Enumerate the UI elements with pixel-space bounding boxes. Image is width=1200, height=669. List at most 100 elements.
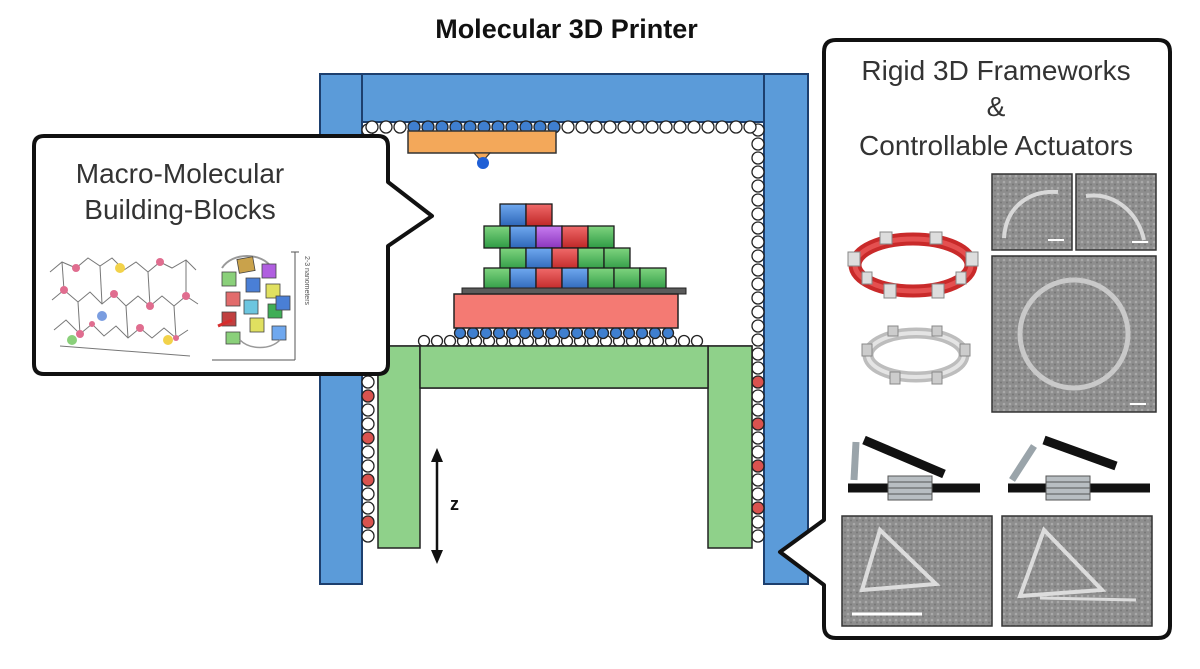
bead xyxy=(715,120,729,134)
bead xyxy=(379,120,393,134)
actuator-schematic-right xyxy=(1008,435,1150,501)
bead xyxy=(751,235,765,249)
red-ring-illustration xyxy=(847,231,979,299)
bead xyxy=(561,120,575,134)
building-block xyxy=(587,225,615,249)
bead xyxy=(583,326,597,340)
bead xyxy=(751,319,765,333)
bead xyxy=(751,249,765,263)
bead xyxy=(701,120,715,134)
bead xyxy=(673,120,687,134)
building-block xyxy=(535,225,563,249)
z-stage-platform xyxy=(377,345,753,549)
scale-axis-label: 2-3 nanometers xyxy=(303,256,310,306)
left-callout-line1: Macro-Molecular xyxy=(76,158,285,189)
bead xyxy=(751,179,765,193)
z-axis-label: z xyxy=(450,494,459,514)
bead xyxy=(557,326,571,340)
building-block xyxy=(509,225,537,249)
bead xyxy=(609,326,623,340)
z-axis-arrow: z xyxy=(431,448,459,564)
bead xyxy=(659,120,673,134)
bead xyxy=(687,120,701,134)
building-block xyxy=(499,247,527,271)
right-callout-line1: Rigid 3D Frameworks xyxy=(861,55,1130,86)
bead xyxy=(690,334,704,348)
bead xyxy=(751,459,765,473)
bead xyxy=(361,473,375,487)
bead xyxy=(531,326,545,340)
bead xyxy=(751,305,765,319)
bead xyxy=(751,487,765,501)
bead xyxy=(751,389,765,403)
bead xyxy=(466,326,480,340)
bead xyxy=(635,326,649,340)
tem-micrograph-arc-1 xyxy=(991,173,1073,251)
bead xyxy=(751,207,765,221)
bead xyxy=(648,326,662,340)
bead xyxy=(361,431,375,445)
bead xyxy=(751,333,765,347)
left-callout: Macro-Molecular Building-Blocks xyxy=(32,134,434,376)
grey-gear-ring-illustration xyxy=(861,325,971,385)
bead xyxy=(361,459,375,473)
building-block xyxy=(509,267,537,291)
bead xyxy=(443,334,457,348)
bead xyxy=(430,334,444,348)
bead xyxy=(361,375,375,389)
scale-axis: 2-3 nanometers xyxy=(212,251,310,361)
bead xyxy=(622,326,636,340)
right-callout-line2: & xyxy=(987,91,1006,122)
bead xyxy=(743,120,757,134)
bead xyxy=(544,326,558,340)
building-block xyxy=(525,203,553,227)
bead xyxy=(751,361,765,375)
bead xyxy=(751,347,765,361)
bead xyxy=(505,326,519,340)
tem-micrograph-actuator-1 xyxy=(841,515,993,627)
molecular-bead-lining xyxy=(361,120,765,543)
bead xyxy=(393,120,407,134)
bead xyxy=(751,151,765,165)
bead xyxy=(751,375,765,389)
building-block xyxy=(483,267,511,291)
bead xyxy=(631,120,645,134)
bead xyxy=(751,193,765,207)
building-block xyxy=(561,267,589,291)
tem-micrograph-actuator-2 xyxy=(1001,515,1153,627)
bead xyxy=(575,120,589,134)
bead xyxy=(617,120,631,134)
bead xyxy=(589,120,603,134)
print-head xyxy=(407,130,557,169)
building-block xyxy=(561,225,589,249)
building-block xyxy=(577,247,605,271)
building-block xyxy=(639,267,667,291)
bead xyxy=(751,263,765,277)
bead xyxy=(751,417,765,431)
bead xyxy=(751,137,765,151)
bead xyxy=(361,487,375,501)
left-callout-line2: Building-Blocks xyxy=(84,194,275,225)
bead xyxy=(661,326,675,340)
molecule-atoms xyxy=(60,258,190,345)
right-callout: Rigid 3D Frameworks & Controllable Actua… xyxy=(778,38,1172,640)
bead xyxy=(365,120,379,134)
bead xyxy=(603,120,617,134)
building-block xyxy=(483,225,511,249)
actuator-schematic-left xyxy=(848,435,980,501)
bead xyxy=(751,291,765,305)
bead xyxy=(361,515,375,529)
building-block xyxy=(587,267,615,291)
bead xyxy=(518,326,532,340)
bead xyxy=(751,529,765,543)
bead xyxy=(479,326,493,340)
tem-micrograph-arc-2 xyxy=(1075,173,1157,251)
bead xyxy=(570,326,584,340)
bead xyxy=(751,431,765,445)
bead xyxy=(751,515,765,529)
building-block xyxy=(535,267,563,291)
bead xyxy=(361,529,375,543)
bead xyxy=(751,165,765,179)
bead xyxy=(417,334,431,348)
